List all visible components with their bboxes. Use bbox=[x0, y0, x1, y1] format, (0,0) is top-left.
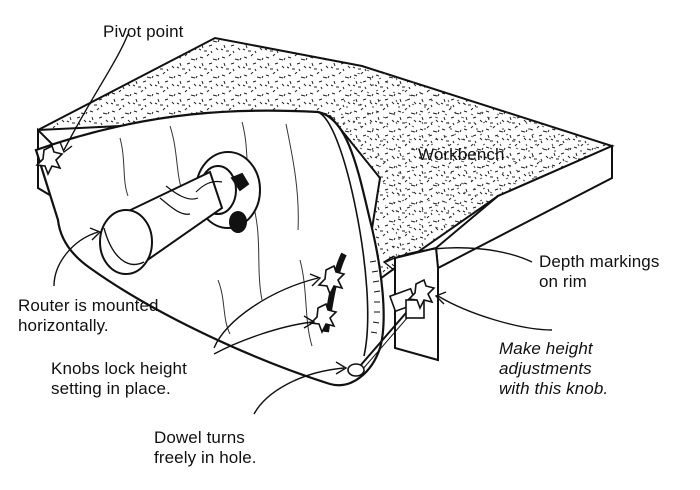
dowel-turns-label: Dowel turns freely in hole. bbox=[154, 428, 257, 468]
router bbox=[99, 151, 261, 275]
knobs-lock-label: Knobs lock height setting in place. bbox=[51, 359, 187, 399]
make-height-line-1: Make height bbox=[499, 339, 593, 358]
router-mounted-line-2: horizontally. bbox=[18, 316, 109, 335]
leader-arrows bbox=[53, 33, 553, 415]
make-height-label: Make height adjustments with this knob. bbox=[499, 339, 608, 399]
pivot-knob bbox=[35, 144, 64, 176]
depth-markings-line-2: on rim bbox=[539, 272, 587, 291]
jig-plate bbox=[34, 109, 385, 387]
knobs-lock-line-2: setting in place. bbox=[51, 379, 171, 398]
depth-markings bbox=[369, 260, 381, 334]
make-height-line-2: adjustments bbox=[499, 359, 592, 378]
make-height-line-3: with this knob. bbox=[499, 379, 609, 398]
workbench-top bbox=[37, 36, 615, 295]
workbench-label: Workbench bbox=[418, 145, 505, 164]
depth-markings-line-1: Depth markings bbox=[539, 252, 660, 271]
dowel-turns-line-2: freely in hole. bbox=[154, 448, 257, 467]
dowel-turns-line-1: Dowel turns bbox=[154, 428, 245, 447]
router-mounted-line-1: Router is mounted bbox=[18, 296, 159, 315]
height-adjust-assembly bbox=[347, 278, 436, 377]
router-mounted-label: Router is mounted horizontally. bbox=[18, 296, 159, 336]
depth-markings-label: Depth markings on rim bbox=[539, 252, 659, 292]
pivot-point-label: Pivot point bbox=[103, 22, 184, 41]
knobs-lock-line-1: Knobs lock height bbox=[51, 359, 187, 378]
